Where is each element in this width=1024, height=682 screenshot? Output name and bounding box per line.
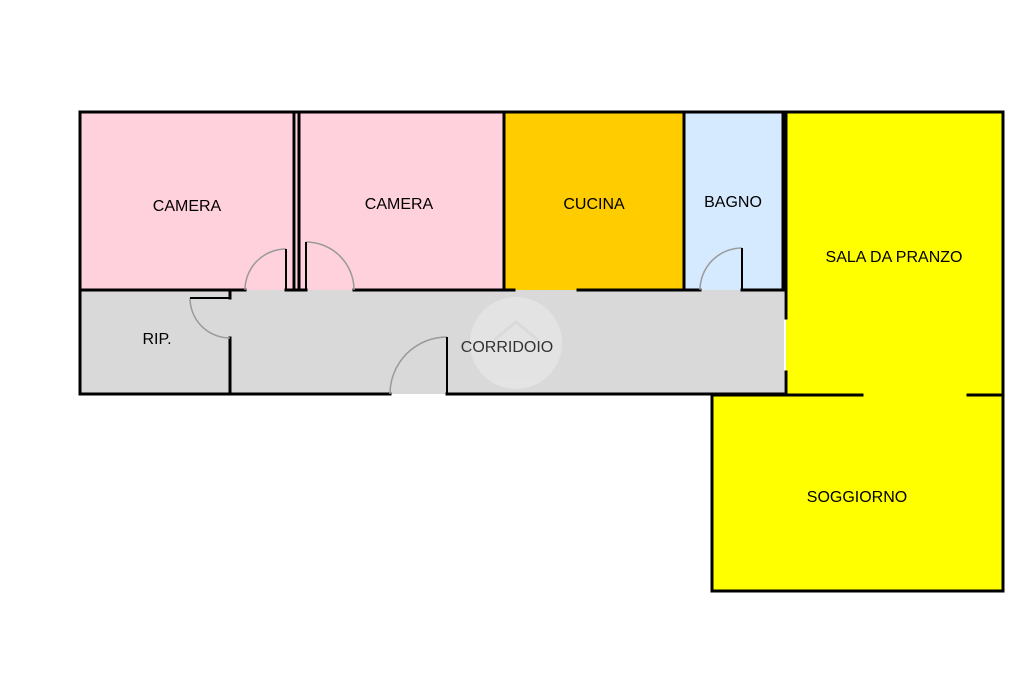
room-sala-da-pranzo-fill <box>786 112 1003 395</box>
label-camera-1: CAMERA <box>153 198 222 215</box>
room-camera-2-fill <box>296 112 504 290</box>
label-soggiorno: SOGGIORNO <box>807 489 907 506</box>
room-labels: CAMERA CAMERA CUCINA BAGNO SALA DA PRANZ… <box>142 194 962 506</box>
label-sala-da-pranzo: SALA DA PRANZO <box>826 249 963 266</box>
room-soggiorno-fill <box>712 395 1003 591</box>
doors <box>189 241 743 395</box>
room-cucina-fill <box>504 112 684 290</box>
room-fills <box>80 112 1003 591</box>
room-ripostiglio-fill <box>80 290 230 394</box>
walls <box>78 110 1005 593</box>
door-ripostiglio-swing <box>189 297 231 339</box>
label-ripostiglio: RIP. <box>142 331 171 348</box>
door-camera-1-swing <box>244 248 287 291</box>
watermark-logo <box>470 297 562 389</box>
door-entrance-swing <box>389 336 448 395</box>
door-camera-2-swing <box>305 241 355 291</box>
door-bagno-swing <box>699 247 743 291</box>
label-bagno: BAGNO <box>704 194 762 211</box>
room-bagno-fill <box>684 112 784 290</box>
label-cucina: CUCINA <box>563 196 625 213</box>
label-corridoio: CORRIDOIO <box>461 339 553 356</box>
label-camera-2: CAMERA <box>365 196 434 213</box>
